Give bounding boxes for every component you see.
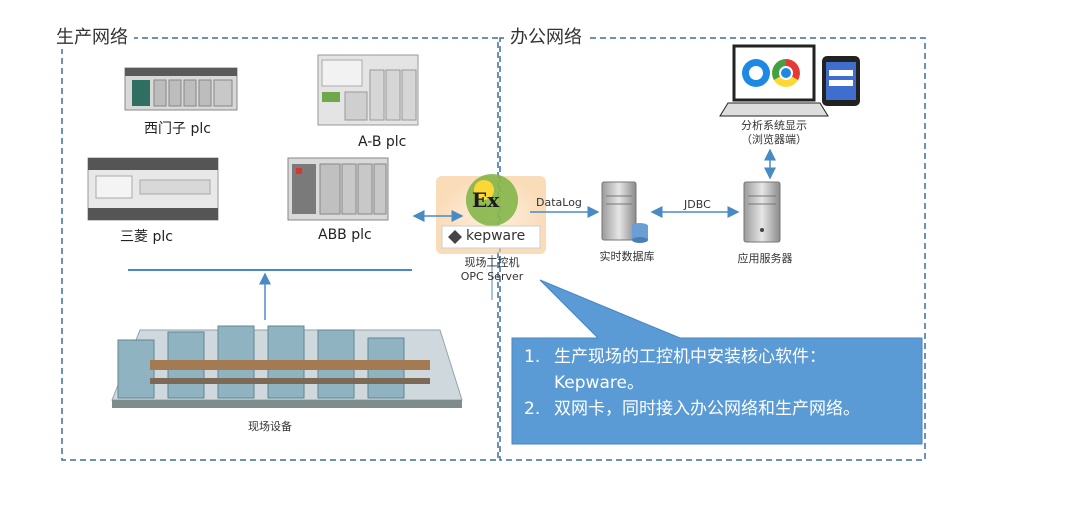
callout-text: 1. 生产现场的工控机中安装核心软件：Kepware。 2. 双网卡，同时接入办… bbox=[524, 344, 914, 422]
phone-image bbox=[822, 56, 860, 106]
field-equipment-image bbox=[111, 325, 463, 408]
realtime-db-label: 实时数据库 bbox=[599, 250, 655, 263]
datalog-label: DataLog bbox=[536, 196, 582, 209]
jdbc-label: JDBC bbox=[684, 198, 711, 211]
realtime-db-image bbox=[601, 181, 648, 243]
mitsubishi-plc-image bbox=[87, 157, 219, 221]
callout-item-1-text: 生产现场的工控机中安装核心软件：Kepware。 bbox=[554, 347, 826, 393]
siemens-plc-image bbox=[124, 67, 238, 111]
monitor-image bbox=[719, 44, 829, 117]
callout-item-2-num: 2. bbox=[524, 399, 541, 419]
siemens-plc-label: 西门子 plc bbox=[144, 121, 211, 137]
callout-item-2-text: 双网卡，同时接入办公网络和生产网络。 bbox=[554, 399, 860, 419]
mitsubishi-plc-label: 三菱 plc bbox=[120, 229, 173, 245]
callout-shape bbox=[511, 279, 923, 445]
ex-logo: Ex bbox=[472, 188, 500, 212]
kepware-server-box bbox=[436, 174, 546, 254]
app-server-image bbox=[743, 181, 781, 243]
callout-item-1-num: 1. bbox=[524, 347, 541, 367]
ab-plc-image bbox=[317, 54, 419, 126]
opc-label-line1: 现场工控机 bbox=[464, 256, 520, 269]
callout-item-1: 1. 生产现场的工控机中安装核心软件：Kepware。 bbox=[524, 344, 914, 396]
production-zone-label: 生产网络 bbox=[50, 27, 134, 49]
ab-plc-label: A-B plc bbox=[358, 134, 407, 150]
analysis-label-line2: （浏览器端） bbox=[741, 133, 807, 146]
kepware-logo: kepware bbox=[466, 228, 526, 244]
opc-server-label: 现场工控机 OPC Server bbox=[446, 256, 538, 284]
field-equipment-label: 现场设备 bbox=[248, 420, 292, 433]
callout-item-2: 2. 双网卡，同时接入办公网络和生产网络。 bbox=[524, 396, 914, 422]
abb-plc-image bbox=[287, 157, 389, 221]
production-zone-border bbox=[61, 37, 499, 461]
abb-plc-label: ABB plc bbox=[318, 227, 372, 243]
production-bus-line bbox=[128, 269, 412, 320]
app-server-label: 应用服务器 bbox=[737, 252, 793, 265]
opc-label-line2: OPC Server bbox=[460, 270, 524, 283]
office-zone-label: 办公网络 bbox=[504, 27, 588, 49]
analysis-system-label: 分析系统显示 （浏览器端） bbox=[732, 119, 816, 147]
analysis-label-line1: 分析系统显示 bbox=[741, 119, 807, 132]
